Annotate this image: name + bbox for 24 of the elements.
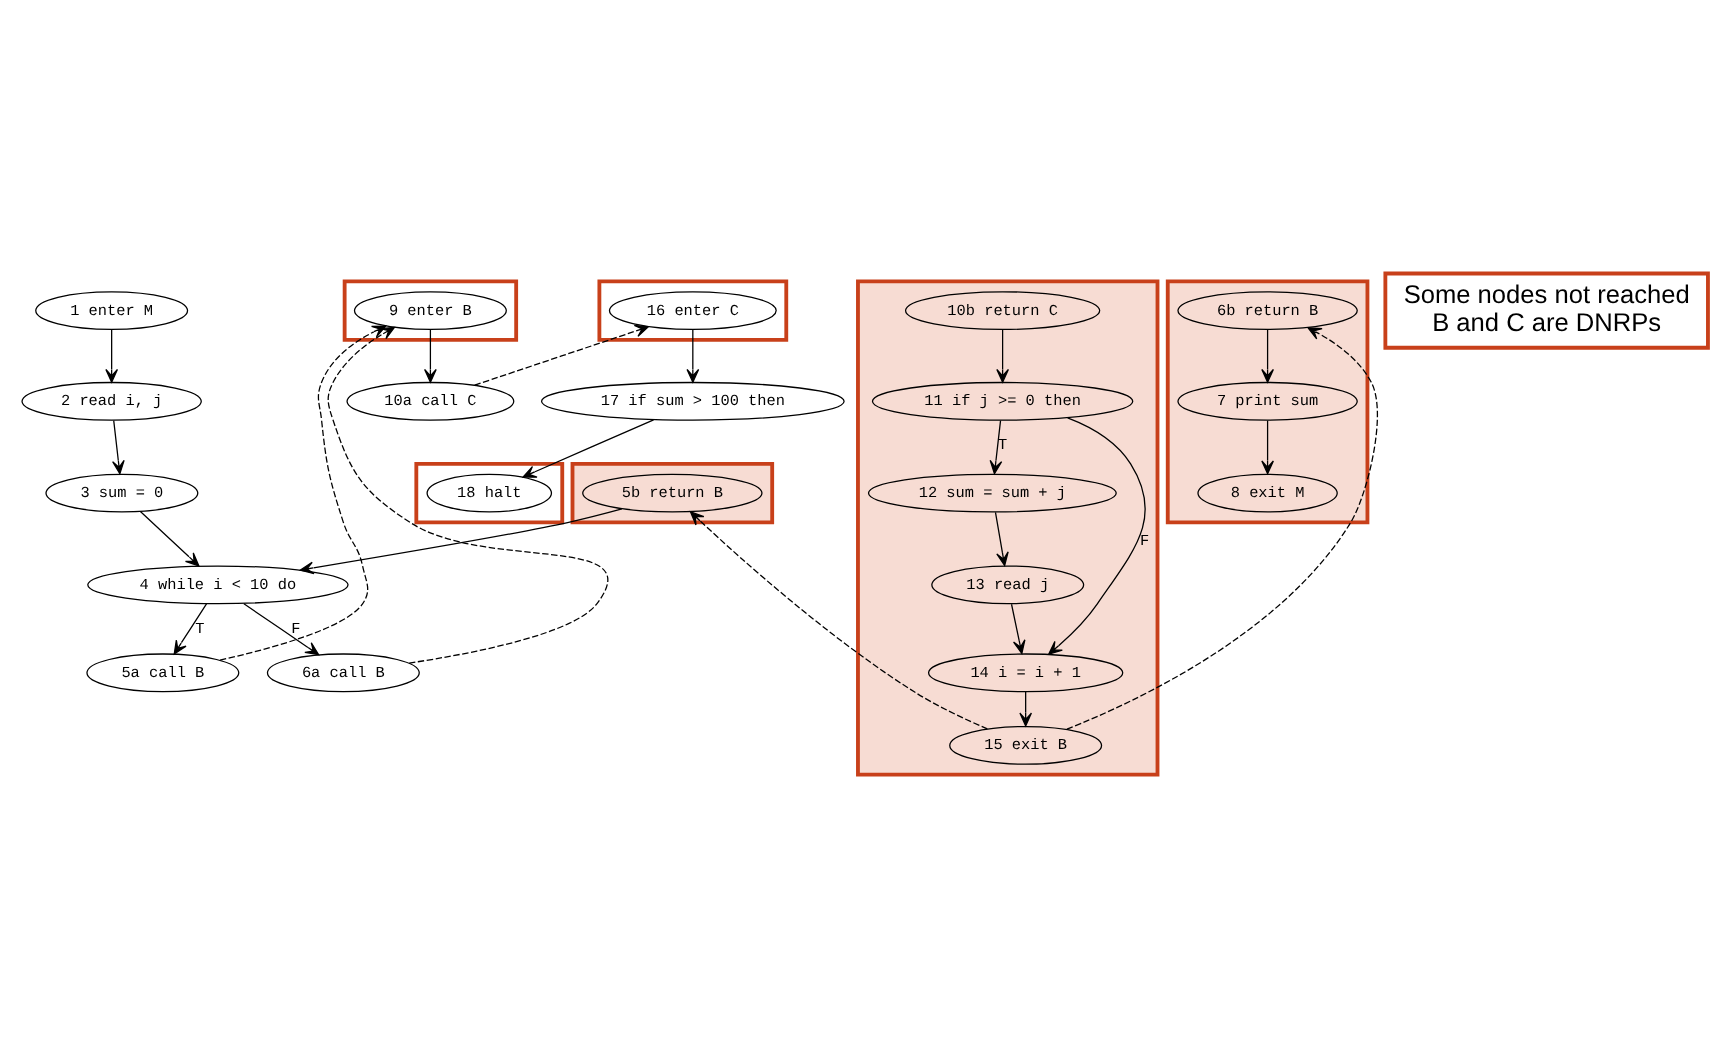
arrow xyxy=(686,328,700,382)
arrow xyxy=(1261,328,1274,382)
arrow xyxy=(1010,602,1026,654)
cluster xyxy=(1165,278,1370,524)
cluster xyxy=(597,278,789,341)
arrow xyxy=(522,418,655,477)
arrow xyxy=(1066,326,1379,729)
cluster xyxy=(856,278,1160,776)
arrow xyxy=(989,419,1003,474)
arrow xyxy=(424,328,437,382)
arrow xyxy=(243,602,320,655)
arrow xyxy=(112,419,125,474)
arrow xyxy=(105,328,119,382)
arrow xyxy=(1048,416,1146,654)
arrow xyxy=(299,507,623,574)
arrow xyxy=(689,510,988,729)
arrow xyxy=(996,328,1009,382)
arrow xyxy=(1261,419,1274,474)
arrow xyxy=(474,323,649,385)
arrow xyxy=(173,602,208,654)
arrow xyxy=(1019,690,1033,726)
arrow xyxy=(139,509,200,566)
arrow xyxy=(994,510,1009,566)
node-box: Some nodes not reached B and C are DNRPs xyxy=(1383,270,1710,349)
